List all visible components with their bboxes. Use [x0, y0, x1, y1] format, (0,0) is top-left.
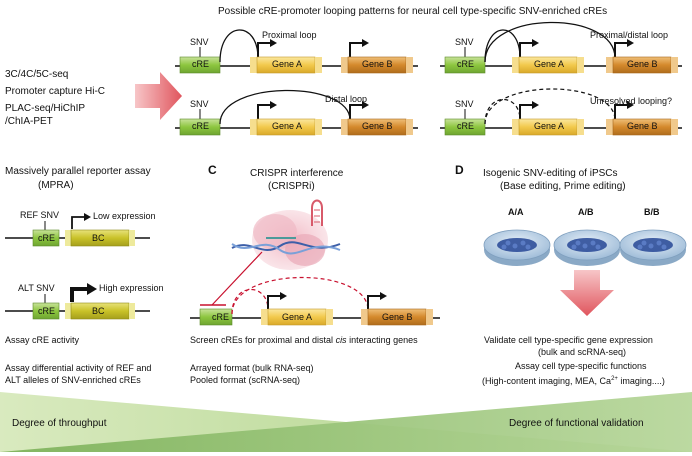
- crispri-construct: [190, 276, 440, 326]
- dish-ab: [553, 229, 621, 266]
- cre-label: cRE: [457, 59, 475, 69]
- crispri-desc-1: Screen cREs for proximal and distal cis …: [190, 335, 418, 345]
- dcas9-krab-illustration: [231, 199, 341, 270]
- ipsc-desc-3: Assay cell type-specific functions: [515, 361, 647, 371]
- mpra-title: Massively parallel reporter assay: [5, 166, 151, 177]
- gene-a-label: Gene A: [272, 59, 303, 69]
- bc-label: BC: [92, 306, 105, 316]
- mpra-ref-construct: [5, 213, 150, 247]
- high-expression-label: High expression: [99, 283, 164, 293]
- ipsc-desc-1: Validate cell type-specific gene express…: [484, 335, 653, 345]
- gene-a-label: Gene A: [272, 121, 303, 131]
- gene-a-label: Gene A: [534, 59, 565, 69]
- gene-b-label: Gene B: [382, 312, 413, 322]
- panel-letter-c: C: [208, 163, 217, 177]
- unresolved-loop-label: Unresolved looping?: [590, 96, 673, 106]
- ref-snv-label: REF SNV: [20, 210, 60, 220]
- gene-b-label: Gene B: [362, 121, 393, 131]
- mpra-title-abbr: (MPRA): [38, 180, 74, 191]
- cre-label: cRE: [38, 233, 56, 243]
- mpra-desc-1: Assay cRE activity: [5, 335, 80, 345]
- crispri-desc-2: Arrayed format (bulk RNA-seq): [190, 363, 314, 373]
- ipsc-desc-2: (bulk and scRNA-seq): [538, 347, 627, 357]
- snv-label: SNV: [455, 37, 474, 47]
- mpra-desc-3: ALT alleles of SNV-enriched cREs: [5, 375, 141, 385]
- method-plac: PLAC-seq/HiChIP: [5, 103, 86, 114]
- snv-label: SNV: [190, 99, 209, 109]
- cre-label: cRE: [192, 59, 210, 69]
- method-arrow: [135, 72, 182, 120]
- mpra-desc-2: Assay differential activity of REF and: [5, 363, 152, 373]
- diagram-unresolved-loop: [440, 88, 682, 136]
- validation-wedge: [0, 392, 692, 452]
- ipsc-subtitle: (Base editing, Prime editing): [500, 181, 626, 192]
- diagram-distal-loop: [175, 89, 418, 136]
- genotype-aa: A/A: [508, 207, 524, 217]
- cre-label: cRE: [212, 312, 230, 322]
- dish-aa: [483, 229, 551, 266]
- proximal-loop-label: Proximal loop: [262, 30, 317, 40]
- throughput-label: Degree of throughput: [12, 418, 107, 429]
- panel-b-title: Possible cRE-promoter looping patterns f…: [218, 6, 608, 17]
- genotype-bb: B/B: [644, 207, 660, 217]
- ipsc-desc-4: (High-content imaging, MEA, Ca2+ imaging…: [482, 376, 665, 386]
- method-3c: 3C/4C/5C-seq: [5, 69, 69, 80]
- cre-label: cRE: [38, 306, 56, 316]
- method-chia: /ChIA-PET: [5, 116, 53, 127]
- crispri-desc-3: Pooled format (scRNA-seq): [190, 375, 301, 385]
- genotype-ab: A/B: [578, 207, 594, 217]
- gene-a-label: Gene A: [534, 121, 565, 131]
- validation-arrow: [560, 270, 614, 316]
- method-hic: Promoter capture Hi-C: [5, 86, 106, 97]
- cre-label: cRE: [457, 121, 475, 131]
- low-expression-label: Low expression: [93, 211, 156, 221]
- gene-b-label: Gene B: [627, 121, 658, 131]
- alt-snv-label: ALT SNV: [18, 283, 55, 293]
- bc-label: BC: [92, 233, 105, 243]
- diagram-proximal-distal-loop: [440, 21, 682, 74]
- distal-loop-label: Distal loop: [325, 94, 368, 104]
- ipsc-title: Isogenic SNV-editing of iPSCs: [483, 168, 618, 179]
- crispri-title-abbr: (CRISPRi): [268, 181, 315, 192]
- gene-b-label: Gene B: [627, 59, 658, 69]
- proximal-distal-loop-label: Proximal/distal loop: [590, 30, 669, 40]
- diagram-proximal-loop: [175, 29, 418, 74]
- mpra-alt-construct: [5, 283, 150, 320]
- gene-a-label: Gene A: [282, 312, 313, 322]
- gene-b-label: Gene B: [362, 59, 393, 69]
- dish-bb: [619, 229, 687, 266]
- crispri-pointer: [211, 251, 263, 306]
- cre-label: cRE: [192, 121, 210, 131]
- snv-label: SNV: [190, 37, 209, 47]
- snv-label: SNV: [455, 99, 474, 109]
- panel-letter-d: D: [455, 163, 464, 177]
- validation-label: Degree of functional validation: [509, 418, 644, 429]
- crispri-title: CRISPR interference: [250, 168, 344, 179]
